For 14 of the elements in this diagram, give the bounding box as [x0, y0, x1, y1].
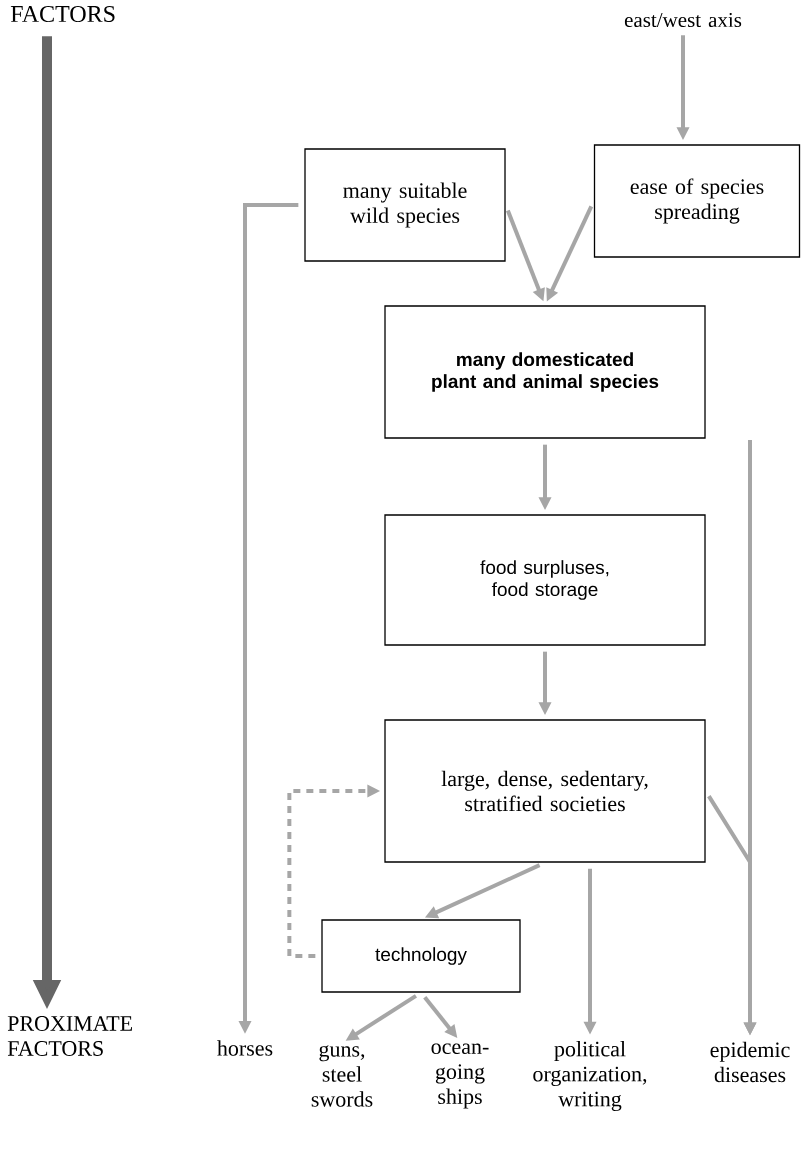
- outcome-label: guns, steel swords: [311, 1045, 373, 1107]
- axis-label: PROXIMATE FACTORS: [7, 1016, 132, 1056]
- process-box: many domesticated plant and animal species: [384, 305, 706, 439]
- factor-label: east/west axis: [624, 12, 742, 28]
- axis-label: FACTORS: [10, 5, 115, 23]
- factor-box: ease of species spreading: [593, 144, 801, 258]
- process-box: technology: [321, 919, 521, 993]
- outcome-label: ocean-going ships: [431, 1043, 489, 1109]
- outcome-label: horses: [217, 1040, 273, 1056]
- factor-box: many suitable wild species: [304, 148, 506, 262]
- process-box: food surpluses, food storage: [384, 514, 706, 646]
- outcome-label: political organization, writing: [533, 1041, 647, 1111]
- outcome-label: epidemic diseases: [710, 1041, 790, 1083]
- process-box: large, dense, sedentary, stratified societies: [384, 719, 706, 863]
